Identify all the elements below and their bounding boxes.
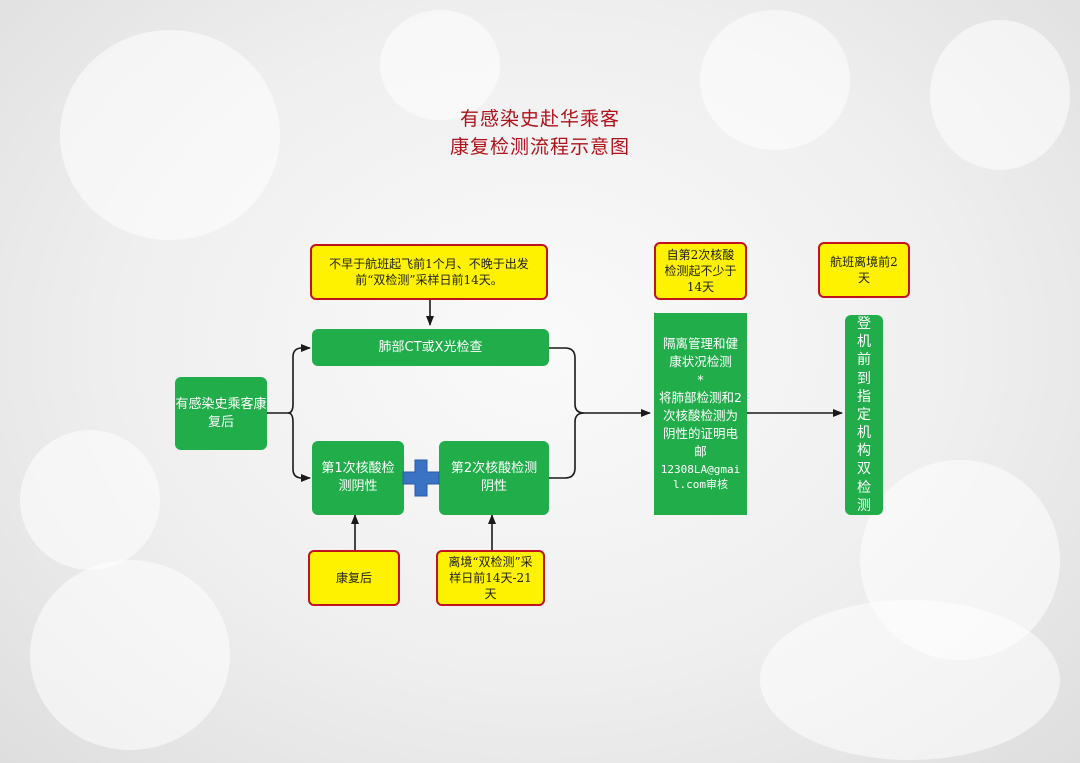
start-node: 有感染史乘客康复后 xyxy=(175,377,267,450)
note-after-recovery: 康复后 xyxy=(308,550,400,606)
test1-node: 第1次核酸检测阴性 xyxy=(312,441,404,515)
connector-to-test1 xyxy=(287,412,311,482)
quarantine-node: 隔离管理和健康状况检测 * 将肺部检测和2次核酸检测为阴性的证明电邮 12308… xyxy=(654,313,747,515)
connector-test2-merge xyxy=(549,412,585,479)
lung-check-node: 肺部CT或X光检查 xyxy=(312,329,549,366)
bg-circle xyxy=(20,430,160,570)
bg-circle xyxy=(30,560,230,750)
quarantine-text-1: 隔离管理和健康状况检测 xyxy=(662,335,738,369)
bg-circle xyxy=(700,10,850,150)
connector-to-lung xyxy=(287,344,311,414)
bg-circle xyxy=(860,460,1060,660)
bg-circle xyxy=(930,20,1070,170)
quarantine-text-2: * xyxy=(697,371,704,387)
quarantine-email: 12308LA@gmail.com审核 xyxy=(660,462,741,492)
bg-circle xyxy=(380,10,500,120)
note-test2-timing: 离境“双检测”采样日前14天-21天 xyxy=(436,550,545,606)
note-departure: 航班离境前2天 xyxy=(818,242,910,298)
diagram-title-line2: 康复检测流程示意图 xyxy=(449,136,630,158)
note-lung-timing: 不早于航班起飞前1个月、不晚于出发前“双检测”采样日前14天。 xyxy=(310,244,548,300)
bg-circle xyxy=(60,30,280,240)
boarding-check-node: 登机前到指定机构双检测 xyxy=(845,315,883,515)
connector-lung-merge xyxy=(549,347,585,414)
plus-icon xyxy=(402,459,440,497)
test2-node: 第2次核酸检测阴性 xyxy=(439,441,549,515)
note-interval: 自第2次核酸检测起不少于14天 xyxy=(654,242,747,300)
diagram-title-line1: 有感染史赴华乘客 xyxy=(459,108,620,130)
quarantine-text-3: 将肺部检测和2次核酸检测为阴性的证明电邮 xyxy=(659,390,742,460)
